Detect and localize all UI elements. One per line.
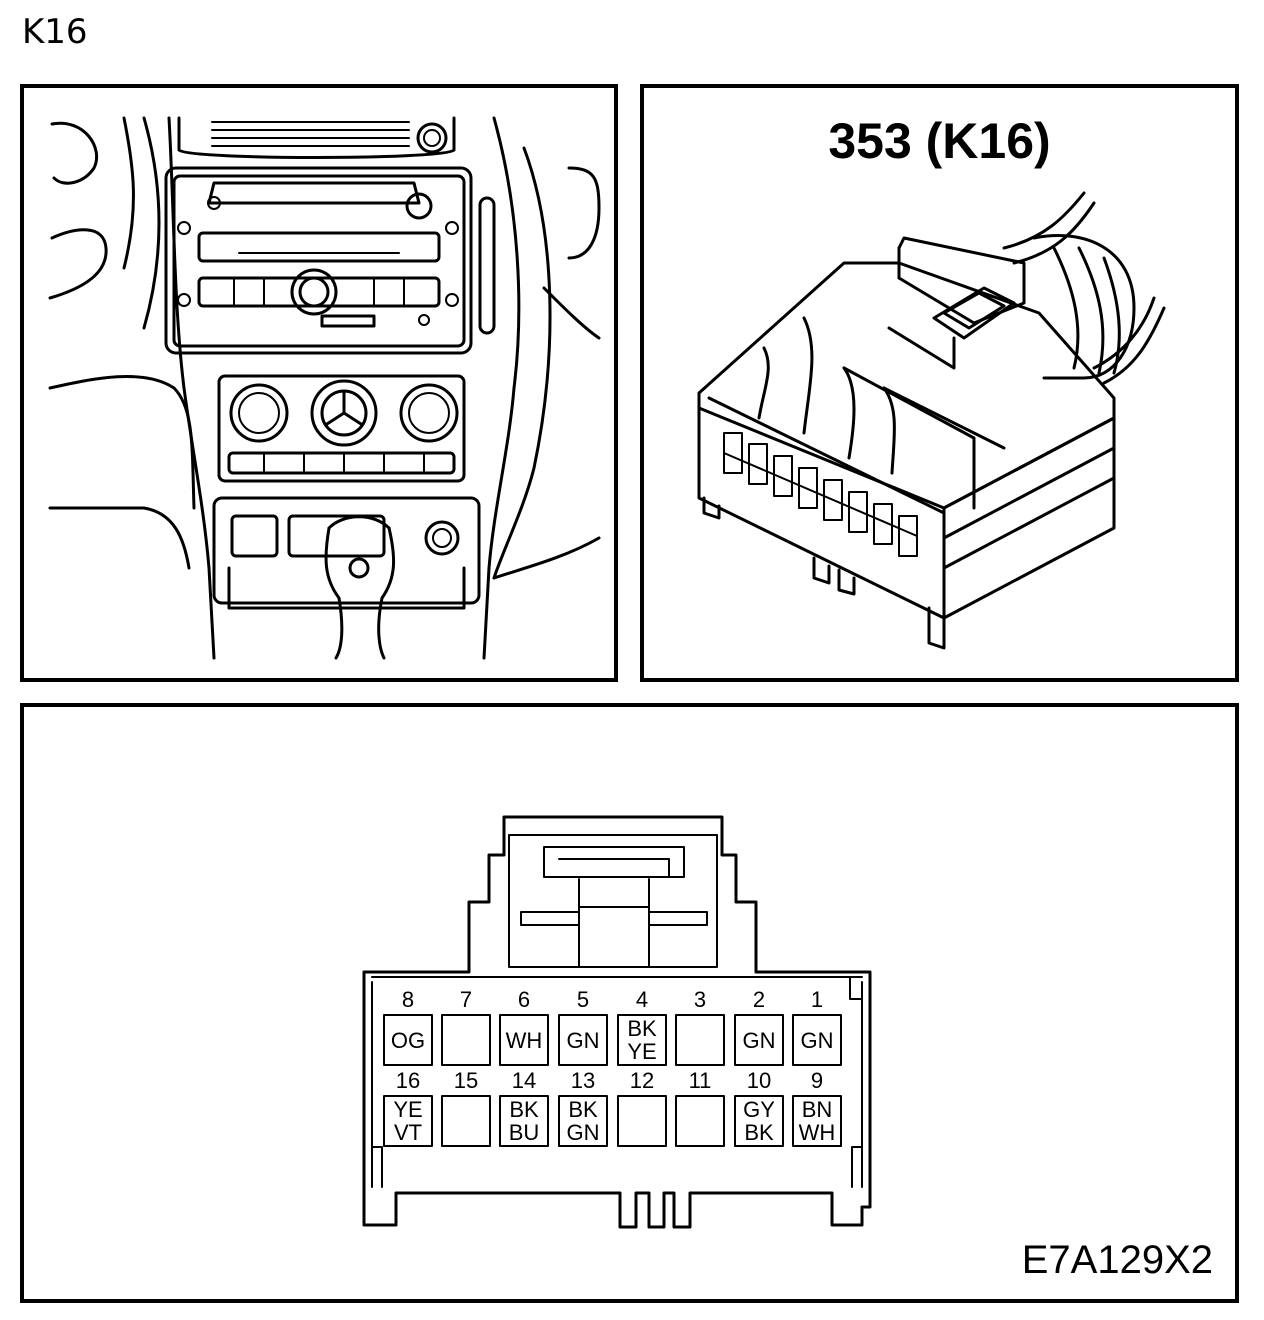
pin-number: 4	[636, 987, 648, 1012]
pin-number: 11	[689, 1068, 712, 1093]
wire-color-code: BK	[568, 1097, 598, 1122]
pin-cavity	[383, 1014, 433, 1066]
pin-number: 12	[630, 1068, 654, 1093]
wire-color-code: GY	[743, 1097, 775, 1122]
pin-number: 13	[571, 1068, 595, 1093]
pin-number: 2	[753, 987, 765, 1012]
connector-panel: 353 (K16)	[640, 84, 1239, 682]
dashboard-location-drawing	[48, 116, 601, 660]
wire-color-code: BK	[627, 1016, 657, 1041]
wire-color-code: WH	[799, 1120, 836, 1145]
pin-cavity	[441, 1095, 491, 1147]
pin-number: 15	[454, 1068, 478, 1093]
wire-color-code: OG	[391, 1028, 425, 1053]
pin-cavity	[499, 1095, 549, 1147]
pin-1: 1GN	[792, 987, 842, 1066]
pin-11: 11	[675, 1068, 725, 1147]
pin-cavity	[617, 1095, 667, 1147]
pin-cavity	[734, 1014, 784, 1066]
pin-number: 1	[811, 987, 823, 1012]
pin-number: 6	[518, 987, 530, 1012]
pin-cavity	[558, 1095, 608, 1147]
wire-color-code: BK	[509, 1097, 539, 1122]
pin-6: 6WH	[499, 987, 549, 1066]
pin-cavity	[675, 1014, 725, 1066]
page-label: K16	[22, 12, 88, 52]
pin-number: 3	[694, 987, 706, 1012]
wire-color-code: VT	[394, 1120, 422, 1145]
pin-cavity	[558, 1014, 608, 1066]
pin-number: 5	[577, 987, 589, 1012]
pin-cavity	[499, 1014, 549, 1066]
pin-5: 5GN	[558, 987, 608, 1066]
wire-color-code: GN	[567, 1028, 600, 1053]
wire-color-code: YE	[393, 1097, 422, 1122]
figure-code: E7A129X2	[1021, 1238, 1213, 1282]
pin-cavity	[792, 1014, 842, 1066]
pin-8: 8OG	[383, 987, 433, 1066]
wire-color-code: BU	[509, 1120, 540, 1145]
connector-3d-drawing	[697, 191, 1166, 650]
wire-color-code: BK	[744, 1120, 774, 1145]
wire-color-code: GN	[801, 1028, 834, 1053]
pin-cavity	[383, 1095, 433, 1147]
pin-number: 10	[747, 1068, 771, 1093]
wire-color-code: GN	[567, 1120, 600, 1145]
pin-number: 8	[402, 987, 414, 1012]
wire-color-code: BN	[802, 1097, 833, 1122]
pin-cavity	[617, 1014, 667, 1066]
pin-number: 16	[396, 1068, 420, 1093]
pin-cavity	[675, 1095, 725, 1147]
pin-cavity	[792, 1095, 842, 1147]
pin-cavity	[441, 1014, 491, 1066]
pin-number: 14	[512, 1068, 536, 1093]
wire-color-code: GN	[743, 1028, 776, 1053]
pin-cavity	[734, 1095, 784, 1147]
pin-12: 12	[617, 1068, 667, 1147]
location-panel	[20, 84, 618, 682]
pin-3: 3	[675, 987, 725, 1066]
connector-title: 353 (K16)	[828, 113, 1051, 169]
pin-15: 15	[441, 1068, 491, 1147]
pin-number: 9	[811, 1068, 823, 1093]
wire-color-code: WH	[506, 1028, 543, 1053]
pin-2: 2GN	[734, 987, 784, 1066]
wire-color-code: YE	[627, 1039, 656, 1064]
pin-number: 7	[460, 987, 472, 1012]
pin-7: 7	[441, 987, 491, 1066]
